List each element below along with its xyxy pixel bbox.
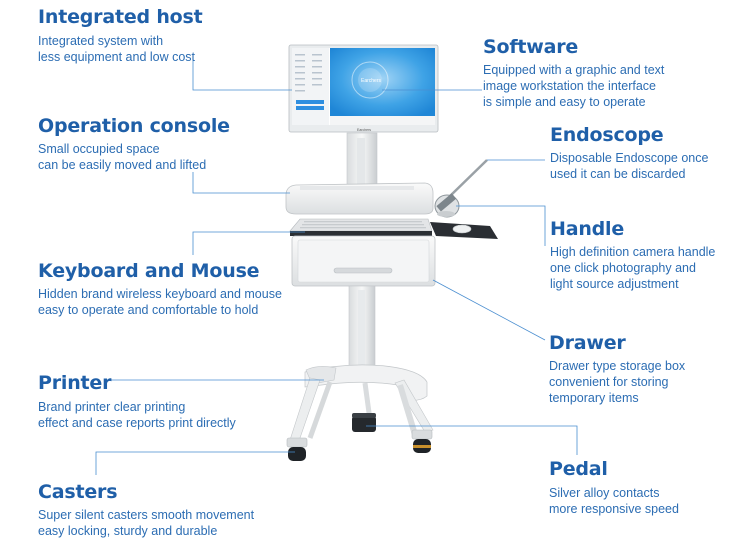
feature-title: Casters	[38, 481, 118, 503]
feature-title: Operation console	[38, 115, 230, 137]
feature-integrated-host: Integrated host Integrated system with l…	[38, 6, 203, 65]
leader-operation-console	[192, 172, 290, 194]
feature-desc-line: used it can be discarded	[550, 167, 686, 181]
feature-title: Integrated host	[38, 6, 203, 28]
casters	[286, 429, 433, 461]
monitor: Earchers Earchers	[288, 44, 439, 133]
leader-casters	[95, 451, 295, 475]
feature-desc-line: Super silent casters smooth movement	[38, 508, 255, 522]
operation-console	[285, 182, 434, 215]
feature-desc-line: can be easily moved and lifted	[38, 158, 207, 172]
feature-desc-line: one click photography and	[550, 261, 696, 275]
leader-drawer	[432, 279, 546, 341]
feature-desc-line: effect and case reports print directly	[38, 416, 236, 430]
feature-desc-line: easy locking, sturdy and durable	[38, 524, 218, 538]
feature-operation-console: Operation console Small occupied space c…	[38, 115, 230, 173]
feature-desc-line: less equipment and low cost	[38, 50, 196, 64]
leader-integrated-host	[192, 60, 292, 91]
feature-drawer: Drawer Drawer type storage box convenien…	[549, 332, 685, 406]
screen-brand-text: Earchers	[361, 78, 382, 84]
side-tray	[430, 222, 498, 239]
keyboard-tray	[289, 218, 433, 236]
feature-desc-line: Silver alloy contacts	[549, 486, 660, 500]
feature-desc-line: is simple and easy to operate	[483, 95, 646, 109]
monitor-label: Earchers	[357, 128, 371, 132]
feature-handle: Handle High definition camera handle one…	[550, 218, 715, 292]
feature-desc-line: more responsive speed	[549, 502, 679, 516]
feature-printer: Printer Brand printer clear printing eff…	[38, 372, 236, 431]
feature-desc-line: Small occupied space	[38, 142, 160, 156]
endoscope-handle	[434, 159, 488, 218]
feature-desc-line: High definition camera handle	[550, 245, 716, 259]
feature-desc-line: Brand printer clear printing	[38, 400, 186, 414]
feature-title: Keyboard and Mouse	[38, 260, 260, 282]
feature-endoscope: Endoscope Disposable Endoscope once used…	[550, 124, 708, 182]
feature-software: Software Equipped with a graphic and tex…	[483, 36, 664, 110]
feature-desc-line: Drawer type storage box	[549, 359, 686, 373]
feature-title: Handle	[550, 218, 625, 240]
feature-title: Software	[483, 36, 579, 58]
leader-pedal	[366, 425, 578, 455]
feature-title: Pedal	[549, 458, 608, 480]
feature-desc-line: easy to operate and comfortable to hold	[38, 303, 259, 317]
feature-desc-line: temporary items	[549, 391, 639, 405]
feature-desc-line: Hidden brand wireless keyboard and mouse	[38, 287, 282, 301]
feature-title: Endoscope	[550, 124, 664, 146]
feature-desc-line: Disposable Endoscope once	[550, 151, 709, 165]
leader-handle	[456, 205, 546, 246]
pedal	[352, 413, 376, 432]
feature-desc-line: Integrated system with	[38, 34, 164, 48]
feature-desc-line: light source adjustment	[550, 277, 679, 291]
feature-title: Printer	[38, 372, 112, 394]
feature-desc-line: image workstation the interface	[483, 79, 657, 93]
feature-pedal: Pedal Silver alloy contacts more respons…	[549, 458, 679, 517]
feature-desc-line: Equipped with a graphic and text	[483, 63, 665, 77]
feature-title: Drawer	[549, 332, 626, 354]
feature-casters: Casters Super silent casters smooth move…	[38, 481, 254, 539]
feature-keyboard-mouse: Keyboard and Mouse Hidden brand wireless…	[38, 260, 282, 318]
feature-desc-line: convenient for storing	[549, 375, 669, 389]
leader-keyboard-mouse	[192, 231, 305, 255]
